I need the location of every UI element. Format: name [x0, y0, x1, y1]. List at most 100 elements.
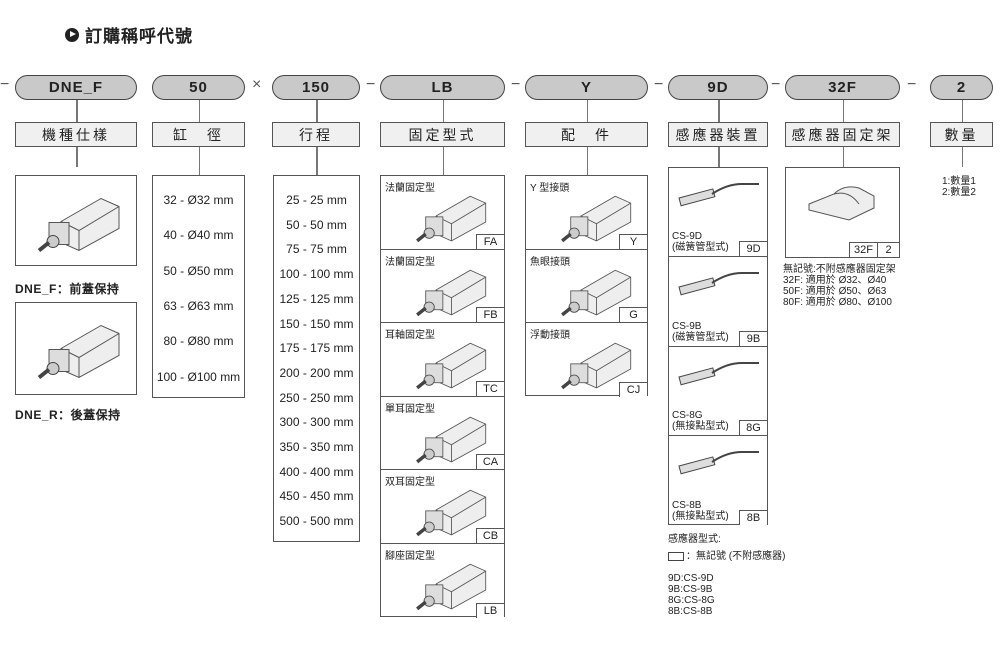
stroke-item: 500 - 500 mm	[279, 514, 354, 529]
blank-box-icon	[668, 552, 684, 561]
stroke-item: 300 - 300 mm	[279, 415, 354, 430]
cylinder-illustration	[416, 195, 487, 243]
play-circle-icon	[65, 27, 79, 42]
sensor-type: (無接點型式)	[672, 511, 729, 523]
separator: −	[907, 76, 917, 93]
option-code: Y	[619, 233, 647, 249]
bore-item: 100 - Ø100 mm	[156, 369, 241, 384]
sensor-illustration	[678, 361, 759, 385]
bore-item: 63 - Ø63 mm	[163, 298, 234, 313]
bracket-code: 32F	[849, 242, 877, 257]
option-code: CB	[476, 527, 504, 543]
separator: −	[771, 76, 781, 93]
stroke-item: 175 - 175 mm	[279, 341, 354, 356]
bracket-option: 32F 2	[785, 167, 900, 258]
code-segment-label: 配 件	[525, 122, 648, 147]
cylinder-illustration	[561, 195, 632, 243]
sensor-illustration	[678, 450, 759, 475]
code-segment: 150	[272, 75, 360, 100]
bracket-qty-code: 2	[877, 242, 899, 257]
option-code: G	[619, 307, 647, 322]
stroke-item: 125 - 125 mm	[279, 291, 354, 306]
sensor-type: (無接點型式)	[672, 420, 729, 432]
option-label: 耳軸固定型	[385, 330, 435, 342]
option-cell: 法蘭固定型 FB	[381, 250, 504, 324]
stroke-item: 200 - 200 mm	[279, 365, 354, 380]
option-label: 魚眼接頭	[530, 256, 570, 268]
option-code: FB	[476, 307, 504, 323]
option-code: 9B	[739, 330, 767, 346]
page-title: 訂購稱呼代號	[65, 22, 193, 47]
separator: −	[654, 76, 664, 93]
option-code: LB	[476, 602, 504, 618]
code-segment-label: 行程	[272, 122, 360, 147]
stroke-item: 50 - 50 mm	[286, 217, 347, 232]
bore-list: 32 - Ø32 mm 40 - Ø40 mm 50 - Ø50 mm 63 - Ø6…	[152, 175, 245, 398]
cylinder-illustration	[416, 416, 487, 463]
sensor-type: (磁簧管型式)	[672, 242, 729, 254]
stroke-item: 25 - 25 mm	[286, 193, 347, 207]
code-segment: DNE_F	[15, 75, 137, 100]
option-label: 浮動接頭	[530, 330, 570, 341]
model-image-rear	[15, 302, 137, 395]
code-segment: 2	[930, 75, 993, 100]
option-cell: CS-9D(磁簧管型式) 9D	[669, 168, 767, 258]
bore-item: 40 - Ø40 mm	[163, 228, 234, 243]
sensor-model: CS-8G	[672, 409, 703, 421]
sensor-model: CS-9D	[672, 231, 703, 243]
code-segment-label: 機種仕樣	[15, 122, 137, 147]
stroke-item: 100 - 100 mm	[279, 267, 354, 282]
option-cell: 法蘭固定型 FA	[381, 176, 504, 250]
option-code: 9D	[739, 241, 767, 257]
bore-item: 32 - Ø32 mm	[163, 193, 234, 207]
option-code: TC	[476, 380, 504, 396]
option-code: FA	[476, 233, 504, 249]
cylinder-illustration	[416, 269, 487, 316]
cylinder-illustration	[37, 324, 120, 380]
option-label: 腳座固定型	[385, 551, 435, 562]
option-code: 8G	[739, 419, 767, 435]
option-label: 双耳固定型	[385, 477, 435, 489]
option-code: CJ	[619, 381, 647, 397]
option-cell: Y 型接頭 Y	[526, 176, 647, 250]
code-segment-label: 感應器裝置	[668, 122, 768, 147]
stroke-item: 250 - 250 mm	[279, 390, 354, 405]
option-cell: CS-8G(無接點型式) 8G	[669, 347, 767, 436]
option-label: 法蘭固定型	[385, 183, 435, 194]
cylinder-illustration	[37, 197, 120, 253]
code-segment: 9D	[668, 75, 768, 100]
option-label: Y 型接頭	[530, 183, 570, 194]
code-segment-label: 缸 徑	[152, 122, 245, 147]
sensor-notes-blank: ：無記號 (不附感應器)	[668, 551, 785, 562]
cylinder-illustration	[561, 342, 632, 390]
model-image-front	[15, 175, 137, 266]
option-cell: 魚眼接頭 G	[526, 250, 647, 323]
sensor-model: CS-9B	[672, 320, 702, 332]
cylinder-illustration	[416, 342, 487, 390]
separator: −	[366, 76, 376, 93]
model-caption: DNE_F：前蓋保持	[15, 282, 120, 296]
bracket-illustration	[808, 186, 875, 221]
code-segment-label: 數量	[930, 122, 993, 147]
cylinder-illustration	[561, 269, 632, 316]
option-cell: CS-8B(無接點型式)8B	[669, 436, 767, 526]
option-code: CA	[476, 454, 504, 470]
sensor-illustration	[678, 272, 759, 296]
code-segment-label: 固定型式	[380, 122, 505, 147]
option-cell: 腳座固定型 LB	[381, 544, 504, 618]
sensor-type: (磁簧管型式)	[672, 331, 729, 343]
sensor-illustration	[678, 183, 759, 207]
option-cell: 双耳固定型 CB	[381, 470, 504, 544]
option-label: 法蘭固定型	[385, 256, 435, 268]
stroke-item: 150 - 150 mm	[279, 316, 354, 331]
bore-item: 50 - Ø50 mm	[163, 263, 234, 278]
code-segment-label: 感應器固定架	[785, 122, 900, 147]
bore-item: 80 - Ø80 mm	[163, 334, 234, 349]
code-segment: 50	[152, 75, 245, 100]
